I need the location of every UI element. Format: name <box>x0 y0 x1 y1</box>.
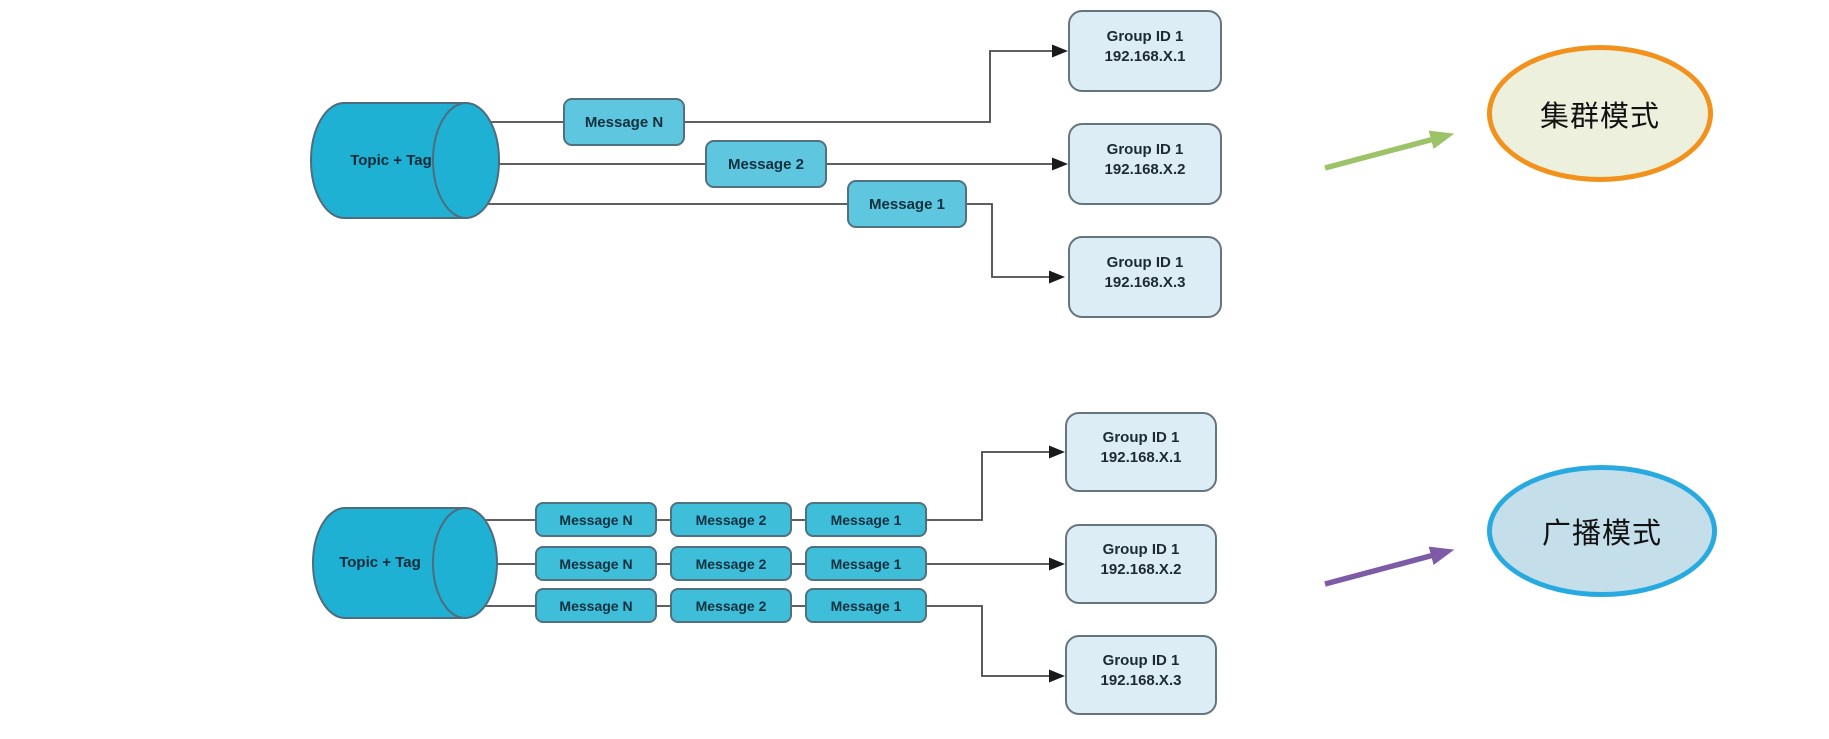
broadcast-consumer-3: Group ID 1 192.168.X.3 <box>1065 635 1217 715</box>
group-ip-label: 192.168.X.1 <box>1104 48 1186 65</box>
broadcast-mode-label: 广播模式 <box>1541 518 1662 550</box>
broadcast-r1-message-1: Message 1 <box>805 502 927 537</box>
broadcast-r1-message-n: Message N <box>535 502 657 537</box>
broadcast-consumer-1: Group ID 1 192.168.X.1 <box>1065 412 1217 492</box>
broadcast-r3-message-n: Message N <box>535 588 657 623</box>
cluster-consumer-2: Group ID 1 192.168.X.2 <box>1068 123 1222 205</box>
group-ip-label: 192.168.X.3 <box>1104 274 1186 291</box>
broadcast-r2-message-n: Message N <box>535 546 657 581</box>
group-id-label: Group ID 1 <box>1102 429 1180 446</box>
broadcast-r1-message-2: Message 2 <box>670 502 792 537</box>
broadcast-topic-cylinder <box>312 507 498 619</box>
cluster-topic-cylinder <box>310 102 500 219</box>
group-id-label: Group ID 1 <box>1102 541 1180 558</box>
cluster-mode-label: 集群模式 <box>1539 100 1660 133</box>
group-ip-label: 192.168.X.2 <box>1100 561 1182 578</box>
cluster-message-n: Message N <box>563 98 685 146</box>
group-id-label: Group ID 1 <box>1106 28 1184 45</box>
cluster-message-1: Message 1 <box>847 180 967 228</box>
broadcast-r2-message-2: Message 2 <box>670 546 792 581</box>
broadcast-r2-message-1: Message 1 <box>805 546 927 581</box>
cluster-message-2: Message 2 <box>705 140 827 188</box>
group-ip-label: 192.168.X.3 <box>1100 672 1182 689</box>
broadcast-topic-label: Topic + Tag <box>339 554 421 571</box>
cluster-connector-3 <box>455 203 1065 284</box>
cluster-mode-arrow <box>1324 130 1455 171</box>
broadcast-consumer-2: Group ID 1 192.168.X.2 <box>1065 524 1217 604</box>
cluster-mode-ellipse: 集群模式 <box>1487 45 1713 182</box>
group-id-label: Group ID 1 <box>1102 652 1180 669</box>
group-id-label: Group ID 1 <box>1106 141 1184 158</box>
cluster-consumer-1: Group ID 1 192.168.X.1 <box>1068 10 1222 92</box>
group-ip-label: 192.168.X.2 <box>1104 161 1186 178</box>
broadcast-mode-ellipse: 广播模式 <box>1487 465 1717 597</box>
broadcast-r3-message-1: Message 1 <box>805 588 927 623</box>
cluster-topic-label: Topic + Tag <box>350 152 432 169</box>
broadcast-r3-message-2: Message 2 <box>670 588 792 623</box>
broadcast-mode-arrow <box>1324 546 1455 587</box>
cluster-consumer-3: Group ID 1 192.168.X.3 <box>1068 236 1222 318</box>
group-ip-label: 192.168.X.1 <box>1100 449 1182 466</box>
group-id-label: Group ID 1 <box>1106 254 1184 271</box>
cluster-connector-1 <box>455 44 1068 123</box>
